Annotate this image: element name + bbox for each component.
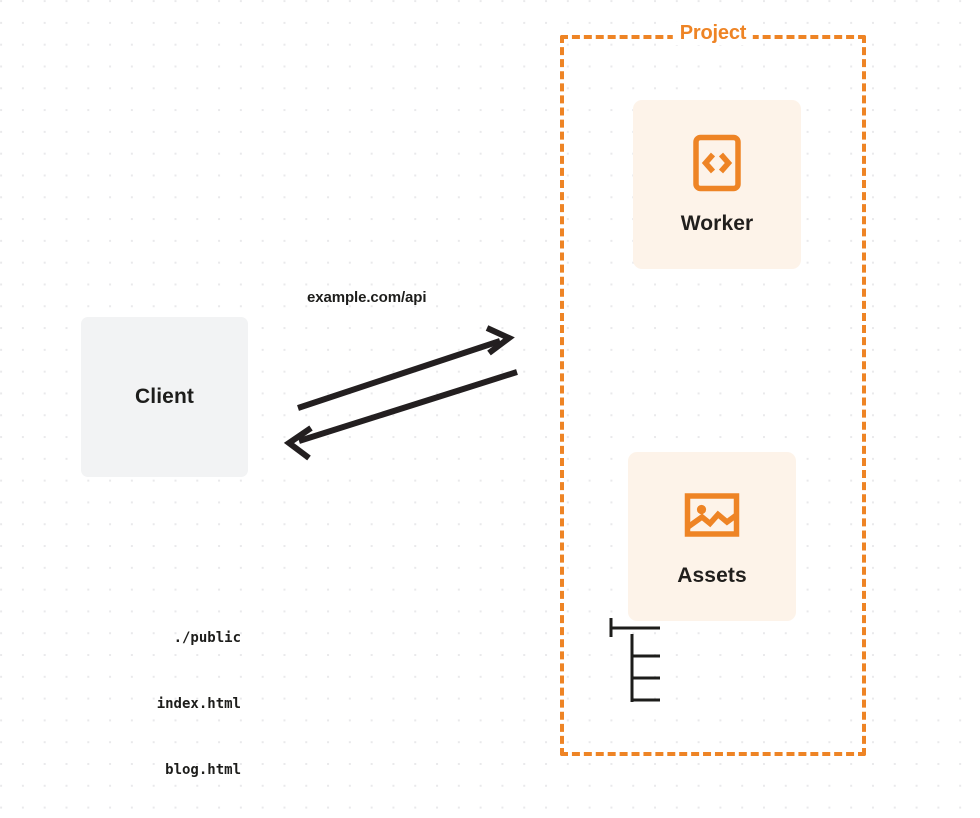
assets-node-label: Assets <box>677 563 747 587</box>
file-tree-row: index.html <box>156 696 241 712</box>
image-icon <box>683 486 741 544</box>
file-tree-row: ./public <box>173 630 241 646</box>
project-group: Project Worker Assets <box>560 22 866 756</box>
assets-node[interactable]: Assets <box>628 452 796 621</box>
project-title: Project <box>672 22 754 45</box>
request-arrow <box>297 325 515 411</box>
worker-node[interactable]: Worker <box>633 100 801 269</box>
client-node[interactable]: Client <box>81 317 248 477</box>
worker-node-label: Worker <box>680 211 754 235</box>
client-node-label: Client <box>135 385 194 408</box>
code-brackets-icon <box>688 134 746 192</box>
response-arrow <box>283 369 518 461</box>
assets-file-tree: ./public index.html blog.html contact.ht… <box>36 583 241 818</box>
connection-label: example.com/api <box>307 289 427 306</box>
file-tree-row: blog.html <box>165 762 241 778</box>
